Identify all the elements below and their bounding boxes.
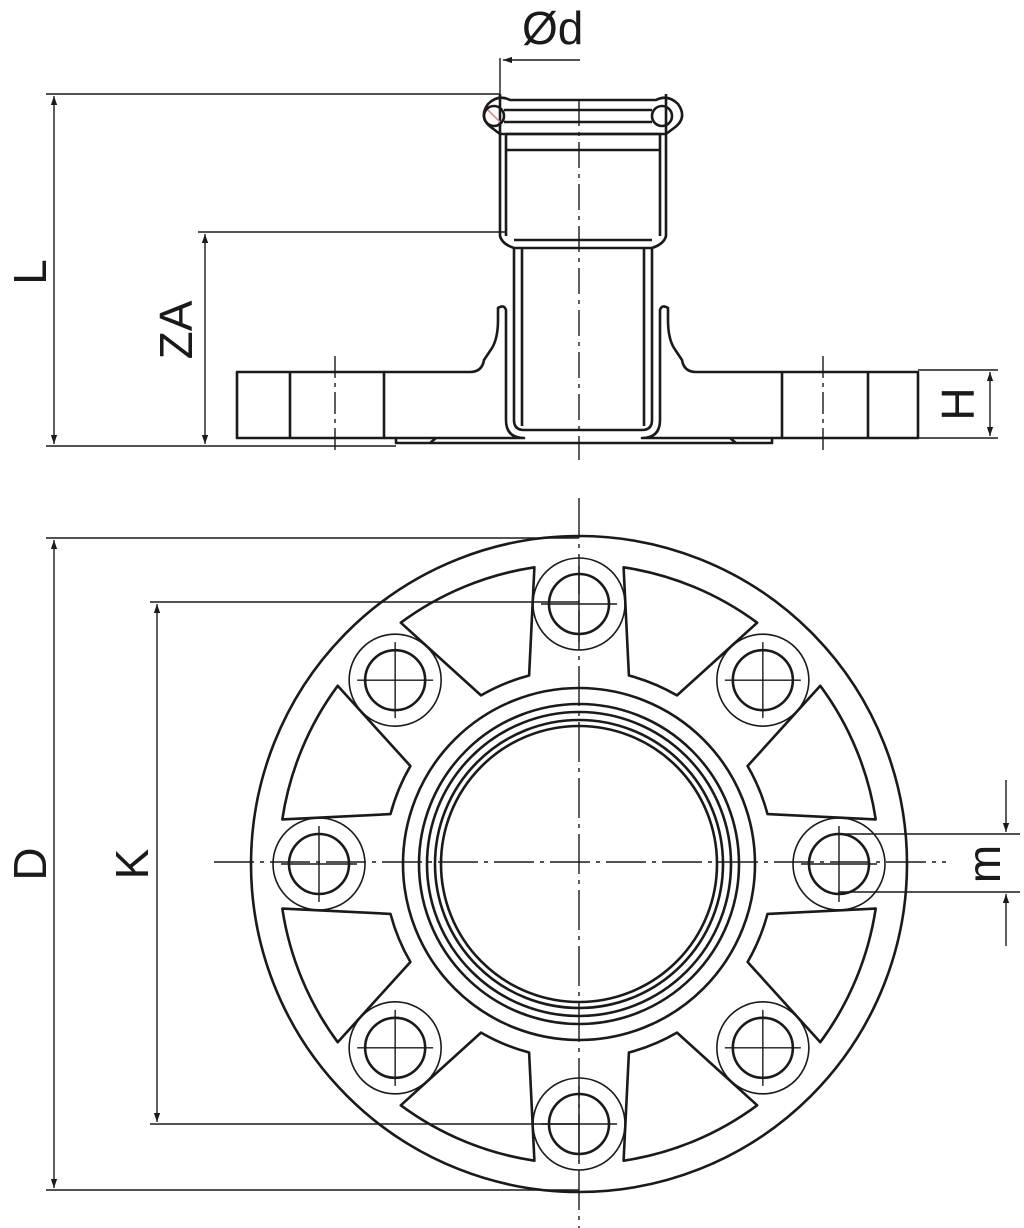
front-dimensions <box>46 537 1020 1191</box>
bolt-hole-crosshair <box>724 642 801 719</box>
stub-right-outer <box>640 305 782 440</box>
flange-pockets <box>281 566 877 1162</box>
flange-pocket <box>622 1031 759 1162</box>
bolt-hole-crosshair <box>357 642 434 719</box>
flange-pocket <box>399 566 536 697</box>
o-ring-right <box>650 104 674 128</box>
o-ring-accent <box>487 109 501 123</box>
bolt-boss <box>272 817 366 911</box>
flange-right-block <box>780 370 920 440</box>
flange-pocket <box>746 907 877 1044</box>
label-h: H <box>932 387 984 420</box>
bolt-boss <box>716 633 810 727</box>
flange-bottom-lip <box>394 437 774 445</box>
side-dimensions <box>46 56 998 447</box>
label-m: m <box>958 845 1010 883</box>
o-ring-left <box>482 104 506 128</box>
bolt-hole-crosshair <box>724 1009 801 1086</box>
stub-left-outer <box>384 305 526 440</box>
flange-pocket <box>399 1031 536 1162</box>
pipe-outer <box>498 94 668 432</box>
label-k: K <box>106 848 158 879</box>
bolt-boss <box>348 1001 442 1095</box>
side-view <box>235 94 920 445</box>
flange-pocket <box>746 684 877 821</box>
bolt-boss <box>792 817 886 911</box>
flange-pocket <box>622 566 759 697</box>
bolt-hole-crosshair <box>357 1009 434 1086</box>
flange-pocket <box>281 684 412 821</box>
label-d: D <box>4 847 56 880</box>
flange-pocket <box>281 907 412 1044</box>
label-l: L <box>4 259 56 285</box>
bolt-hole-crosshair <box>281 826 357 902</box>
flange-left-block <box>235 370 386 440</box>
bolt-boss <box>716 1001 810 1095</box>
label-od: Ød <box>522 2 583 54</box>
label-za: ZA <box>150 300 202 359</box>
bolt-boss <box>348 633 442 727</box>
bolt-hole-crosshair <box>801 826 877 902</box>
